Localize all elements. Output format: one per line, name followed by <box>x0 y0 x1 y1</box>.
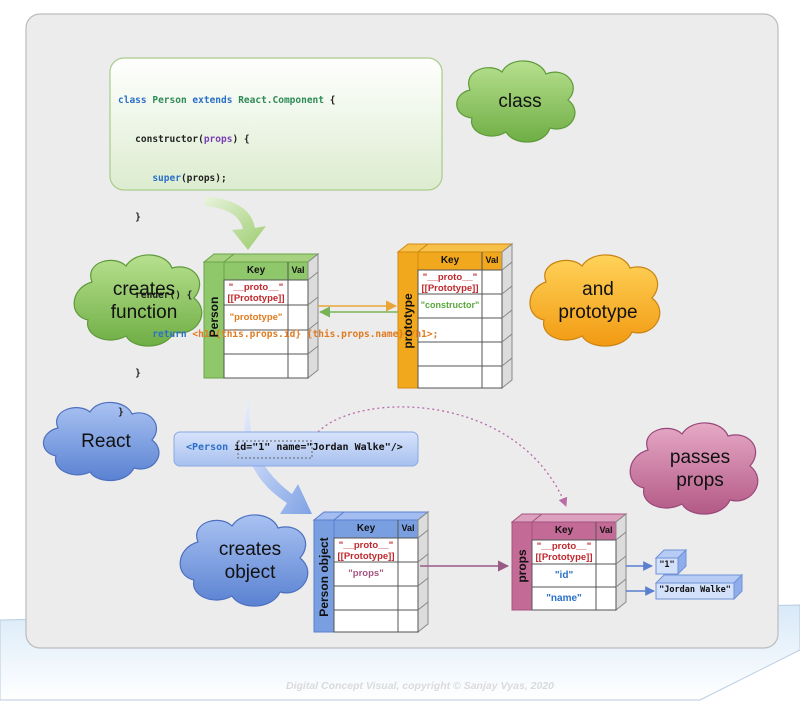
code-base-class: React.Component <box>238 95 324 106</box>
person-object-table <box>312 510 430 634</box>
cloud-label-and-prototype: and prototype <box>546 278 650 324</box>
code-line-6: return <h1>{this.props.id} {this.props.n… <box>118 328 438 341</box>
value-box-id <box>654 548 688 576</box>
props-row-id: "id" <box>554 570 574 581</box>
cloud-label-line: and <box>582 279 614 300</box>
cloud-label-line: prototype <box>558 302 638 323</box>
cloud-passes-props <box>629 422 759 515</box>
props-row-proto: "__proto__" [[Prototype]] <box>532 541 596 563</box>
prototype-row-constructor: "constructor" <box>420 300 480 310</box>
cloud-label-line: passes <box>669 447 731 468</box>
cloud-creates-function <box>73 254 203 347</box>
person-row-proto: "__proto__" [[Prototype]] <box>224 282 288 304</box>
code-brace: { <box>186 290 193 301</box>
key-text: "__proto__" <box>228 282 284 293</box>
key-text: [[Prototype]] <box>535 552 593 563</box>
code-line-3: super(props); <box>152 173 227 184</box>
props-key-header: Key <box>554 525 574 536</box>
code-line-1: class Person extends React.Component { <box>118 94 438 107</box>
key-text: "__proto__" <box>536 541 592 552</box>
key-text: [[Prototype]] <box>421 283 479 294</box>
prototype-table <box>396 242 514 390</box>
code-brace: } <box>135 212 141 223</box>
code-line-2: constructor(props) { <box>135 134 250 145</box>
code-line-4: } <box>118 211 438 224</box>
prototype-side-label: prototype <box>401 293 415 349</box>
props-table <box>510 512 628 612</box>
dotted-arc-jsx-to-props <box>317 406 568 507</box>
person-object-val-header: Val <box>401 523 415 533</box>
code-class-name: Person <box>152 95 187 106</box>
cloud-label-line: creates <box>218 539 282 560</box>
cloud-label-line: object <box>224 562 276 583</box>
curved-arrow-class-to-function <box>205 196 266 250</box>
cloud-label-line: function <box>110 302 178 323</box>
code-text: constructor <box>135 134 199 145</box>
person-object-side-label: Person object <box>317 537 331 617</box>
code-line-7: } <box>118 367 438 380</box>
code-jsx: <h1>{this.props.id} {this.props.name}</h… <box>192 329 439 340</box>
person-object-key-header: Key <box>356 523 376 534</box>
code-keyword: return <box>152 329 187 340</box>
person-table <box>202 252 320 380</box>
code-line-5: render() { <box>118 289 438 302</box>
jsx-attrs-highlight <box>237 440 313 459</box>
person-object-row-proto: "__proto__" [[Prototype]] <box>334 540 398 562</box>
jsx-tag: <Person <box>186 442 229 453</box>
cloud-label-creates-object: creates object <box>198 538 302 584</box>
cloud-react <box>42 401 160 482</box>
jsx-attrs: id="1" name="Jordan Walke"/> <box>228 442 403 453</box>
code-brace: { <box>329 95 336 106</box>
prototype-val-header: Val <box>485 255 499 265</box>
code-line-8: } <box>118 406 438 419</box>
code-keyword: extends <box>192 95 233 106</box>
props-side-label: props <box>515 549 529 583</box>
code-brace: } <box>135 368 141 379</box>
code-keyword: super <box>152 173 181 184</box>
person-val-header: Val <box>291 265 305 275</box>
code-arg: props <box>203 134 233 145</box>
value-name-text: "Jordan Walke" <box>659 585 731 595</box>
code-keyword: class <box>118 95 147 106</box>
value-box-name <box>654 573 744 601</box>
code-box <box>109 57 443 191</box>
cloud-label-line: props <box>676 470 724 491</box>
jsx-element-text: <Person id="1" name="Jordan Walke"/> <box>186 442 403 453</box>
prototype-key-header: Key <box>440 255 460 266</box>
key-text: [[Prototype]] <box>337 551 395 562</box>
value-id-text: "1" <box>659 560 675 570</box>
code-line-blank <box>118 250 438 263</box>
cloud-label-react: React <box>81 431 131 452</box>
code-arg: props <box>186 173 216 184</box>
props-val-header: Val <box>599 525 613 535</box>
cloud-label-class: class <box>498 91 542 112</box>
prototype-row-proto: "__proto__" [[Prototype]] <box>418 272 482 294</box>
key-text: [[Prototype]] <box>227 293 285 304</box>
key-text: "__proto__" <box>338 540 394 551</box>
person-side-label: Person <box>207 296 221 338</box>
code-text: render() <box>135 290 181 301</box>
person-row-prototype: "prototype" <box>229 312 283 323</box>
code-brace: { <box>243 134 250 145</box>
jsx-box <box>173 431 419 467</box>
cloud-creates-object <box>179 514 309 607</box>
props-row-name: "name" <box>546 593 582 604</box>
code-block: class Person extends React.Component { c… <box>118 68 438 432</box>
key-text: "__proto__" <box>422 272 478 283</box>
person-key-header: Key <box>246 265 266 276</box>
cloud-and-prototype <box>529 254 661 347</box>
cloud-label-passes-props: passes props <box>648 446 752 492</box>
cloud-label-line: creates <box>112 279 176 300</box>
cloud-label-creates-function: creates function <box>92 278 196 324</box>
copyright-text: Digital Concept Visual, copyright © Sanj… <box>286 680 554 692</box>
person-object-row-props: "props" <box>348 568 384 579</box>
code-brace: } <box>118 407 124 418</box>
cloud-class <box>456 60 576 143</box>
